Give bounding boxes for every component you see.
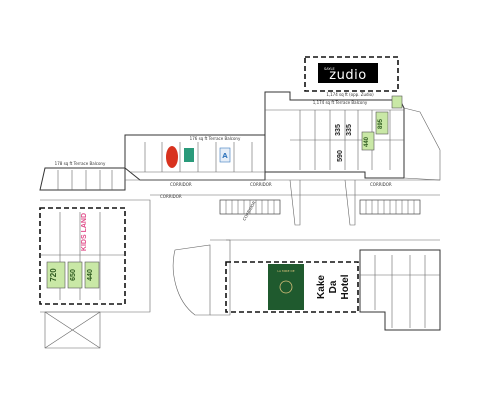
top-right-shop-grid [265,109,404,170]
unit-top-right-area: 895 [378,118,384,129]
curved-atrium [172,244,211,316]
unit-left-3-area: 440 [87,269,94,281]
unit-left-3[interactable] [84,261,100,289]
kake-da-hotel-outline [225,261,359,313]
left-strip-grid [57,170,113,190]
corridor-ramp-mid [289,179,301,226]
unit-center-2-area: 335 [346,124,353,136]
middle-shop-grid [130,142,265,173]
corridor-label-2: CORRIDOR [250,182,272,187]
blue-brand-mark: A [222,152,228,160]
unit-mid-right[interactable] [361,131,375,151]
main-corridor [125,179,440,196]
left-zone-outer [40,199,151,313]
zudio-logo-box [318,63,378,83]
red-brand-logo [166,146,178,168]
corridor-label-1: CORRIDOR [170,182,192,187]
bottom-right-block [359,249,441,331]
zudio-anchor-outline [304,56,399,92]
unit-left-2[interactable] [67,261,83,289]
left-dashed-zone [39,207,126,305]
right-outer-wall [403,107,441,181]
teal-brand-logo [184,148,194,162]
unit-left-2-area: 650 [70,269,77,281]
unit-mid-right-area: 440 [364,136,370,147]
bottom-right-grid [360,255,440,328]
hotel-emblem-text: LA MIRE DE [277,269,294,273]
unit-top-right-patch [391,95,403,109]
hotel-name-line1: Kake [316,275,327,299]
hotel-emblem-icon [279,280,293,294]
zudio-small-text: SAYLE [324,67,335,71]
corridor-label-4: CORRIDOR [160,194,182,199]
balcony-left-label: 178 sq ft Terrace Balcony [55,161,106,166]
zudio-logo: zudio [329,68,366,83]
escalator-right [359,199,421,215]
balcony-middle-label: 176 sq ft Terrace Balcony [190,136,241,141]
unit-center-1-area: 335 [335,124,342,136]
unit-left-1[interactable] [46,261,66,289]
balcony-top-label: 1,174 sq ft Terrace Balcony [313,100,368,105]
hotel-emblem-panel [268,264,304,310]
left-top-strip [39,167,126,191]
hotel-name-line2: Da [328,280,339,293]
unit-center-3-area: 590 [337,150,344,162]
unit-left-1-area: 720 [49,268,58,282]
zudio-unit-label: 1,174 sq ft (opp. Zudio) [326,92,374,97]
corridor-label-3: CORRIDOR [370,182,392,187]
escalator-left [219,199,281,215]
hotel-name-line3: Hotel [340,274,351,299]
unit-top-right[interactable] [375,111,389,135]
top-right-block [264,91,405,179]
blue-brand-logo [219,147,231,163]
kids-land-brand: KIDS LAND [81,213,88,251]
corridor-ramp-right [344,179,356,226]
middle-block [124,134,266,181]
atrium-shops [210,239,231,316]
